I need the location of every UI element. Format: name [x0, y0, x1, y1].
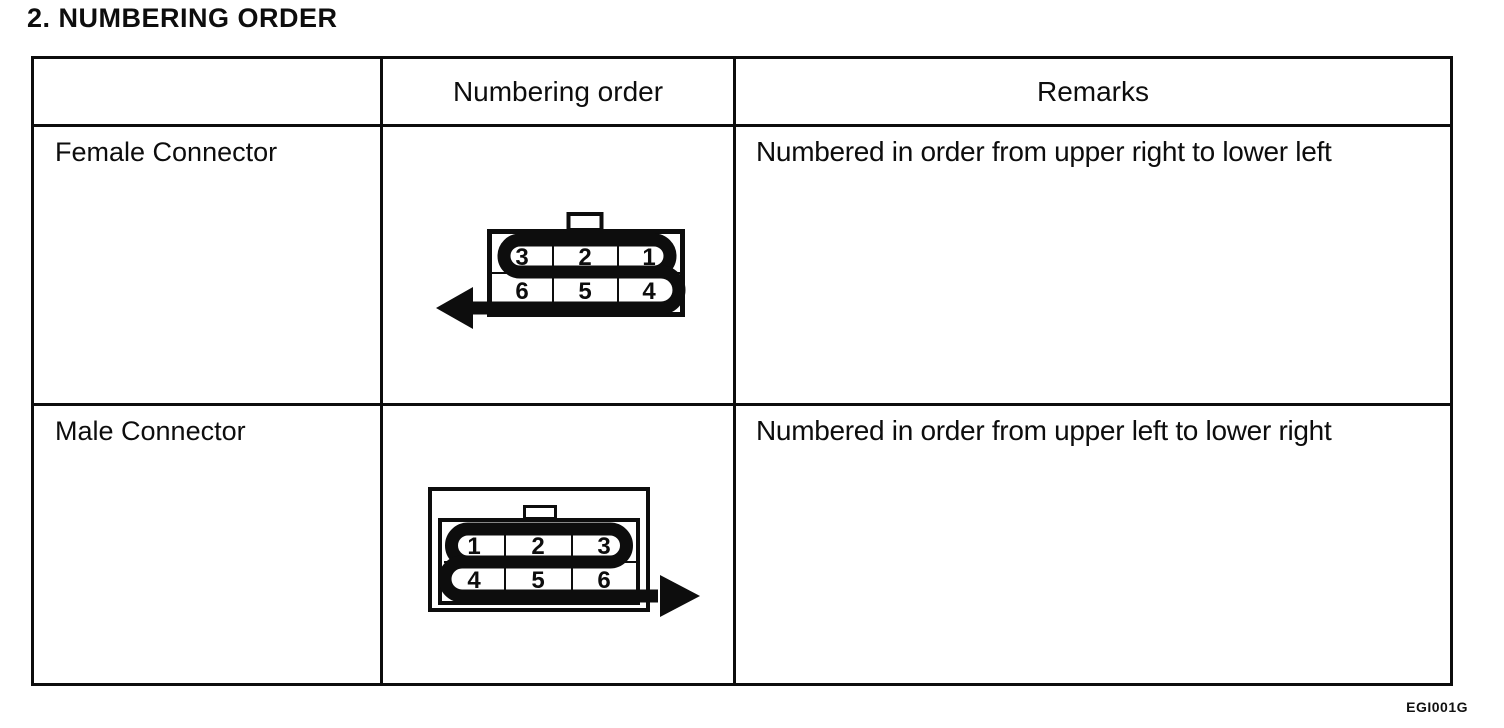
pin-number: 1 — [642, 244, 655, 271]
pin-number: 4 — [642, 278, 656, 305]
page-title: 2. NUMBERING ORDER — [27, 3, 338, 33]
arrow-head-left — [436, 287, 473, 329]
connector-tab — [566, 212, 604, 232]
numbering-path-tail — [467, 265, 686, 315]
pin-number: 3 — [597, 533, 610, 560]
pin-number: 6 — [515, 278, 528, 305]
pin-number: 2 — [531, 533, 544, 560]
header-cell-empty — [34, 59, 383, 127]
remark-female-connector: Numbered in order from upper right to lo… — [736, 127, 1450, 406]
arrow-head-right — [660, 575, 700, 617]
numbering-path-tail — [438, 555, 658, 603]
diagram-cell-male — [383, 406, 736, 683]
remark-male-connector: Numbered in order from upper left to low… — [756, 415, 1332, 446]
connector-tab — [523, 505, 557, 520]
numbering-path-loop — [445, 522, 633, 569]
row-label-female-connector: Female Connector — [34, 127, 383, 406]
pin-number: 2 — [578, 244, 591, 271]
header-cell-numbering-order: Numbering order — [383, 59, 736, 127]
pin-number: 5 — [531, 567, 544, 594]
row-label-male-connector: Male Connector — [34, 406, 383, 683]
male-connector-diagram: 1 2 3 4 5 6 — [428, 487, 700, 617]
pin-number: 4 — [467, 567, 481, 594]
diagram-cell-female — [383, 127, 736, 406]
pin-number: 1 — [467, 533, 480, 560]
pin-number: 3 — [515, 244, 528, 271]
header-cell-remarks: Remarks — [736, 59, 1450, 127]
numbering-order-table: Numbering order Remarks Female Connector… — [31, 56, 1453, 686]
figure-code: EGI001G — [1406, 699, 1468, 715]
female-connector-diagram: 3 2 1 6 5 4 — [436, 212, 686, 329]
pin-number: 5 — [578, 278, 591, 305]
pin-number: 6 — [597, 567, 610, 594]
